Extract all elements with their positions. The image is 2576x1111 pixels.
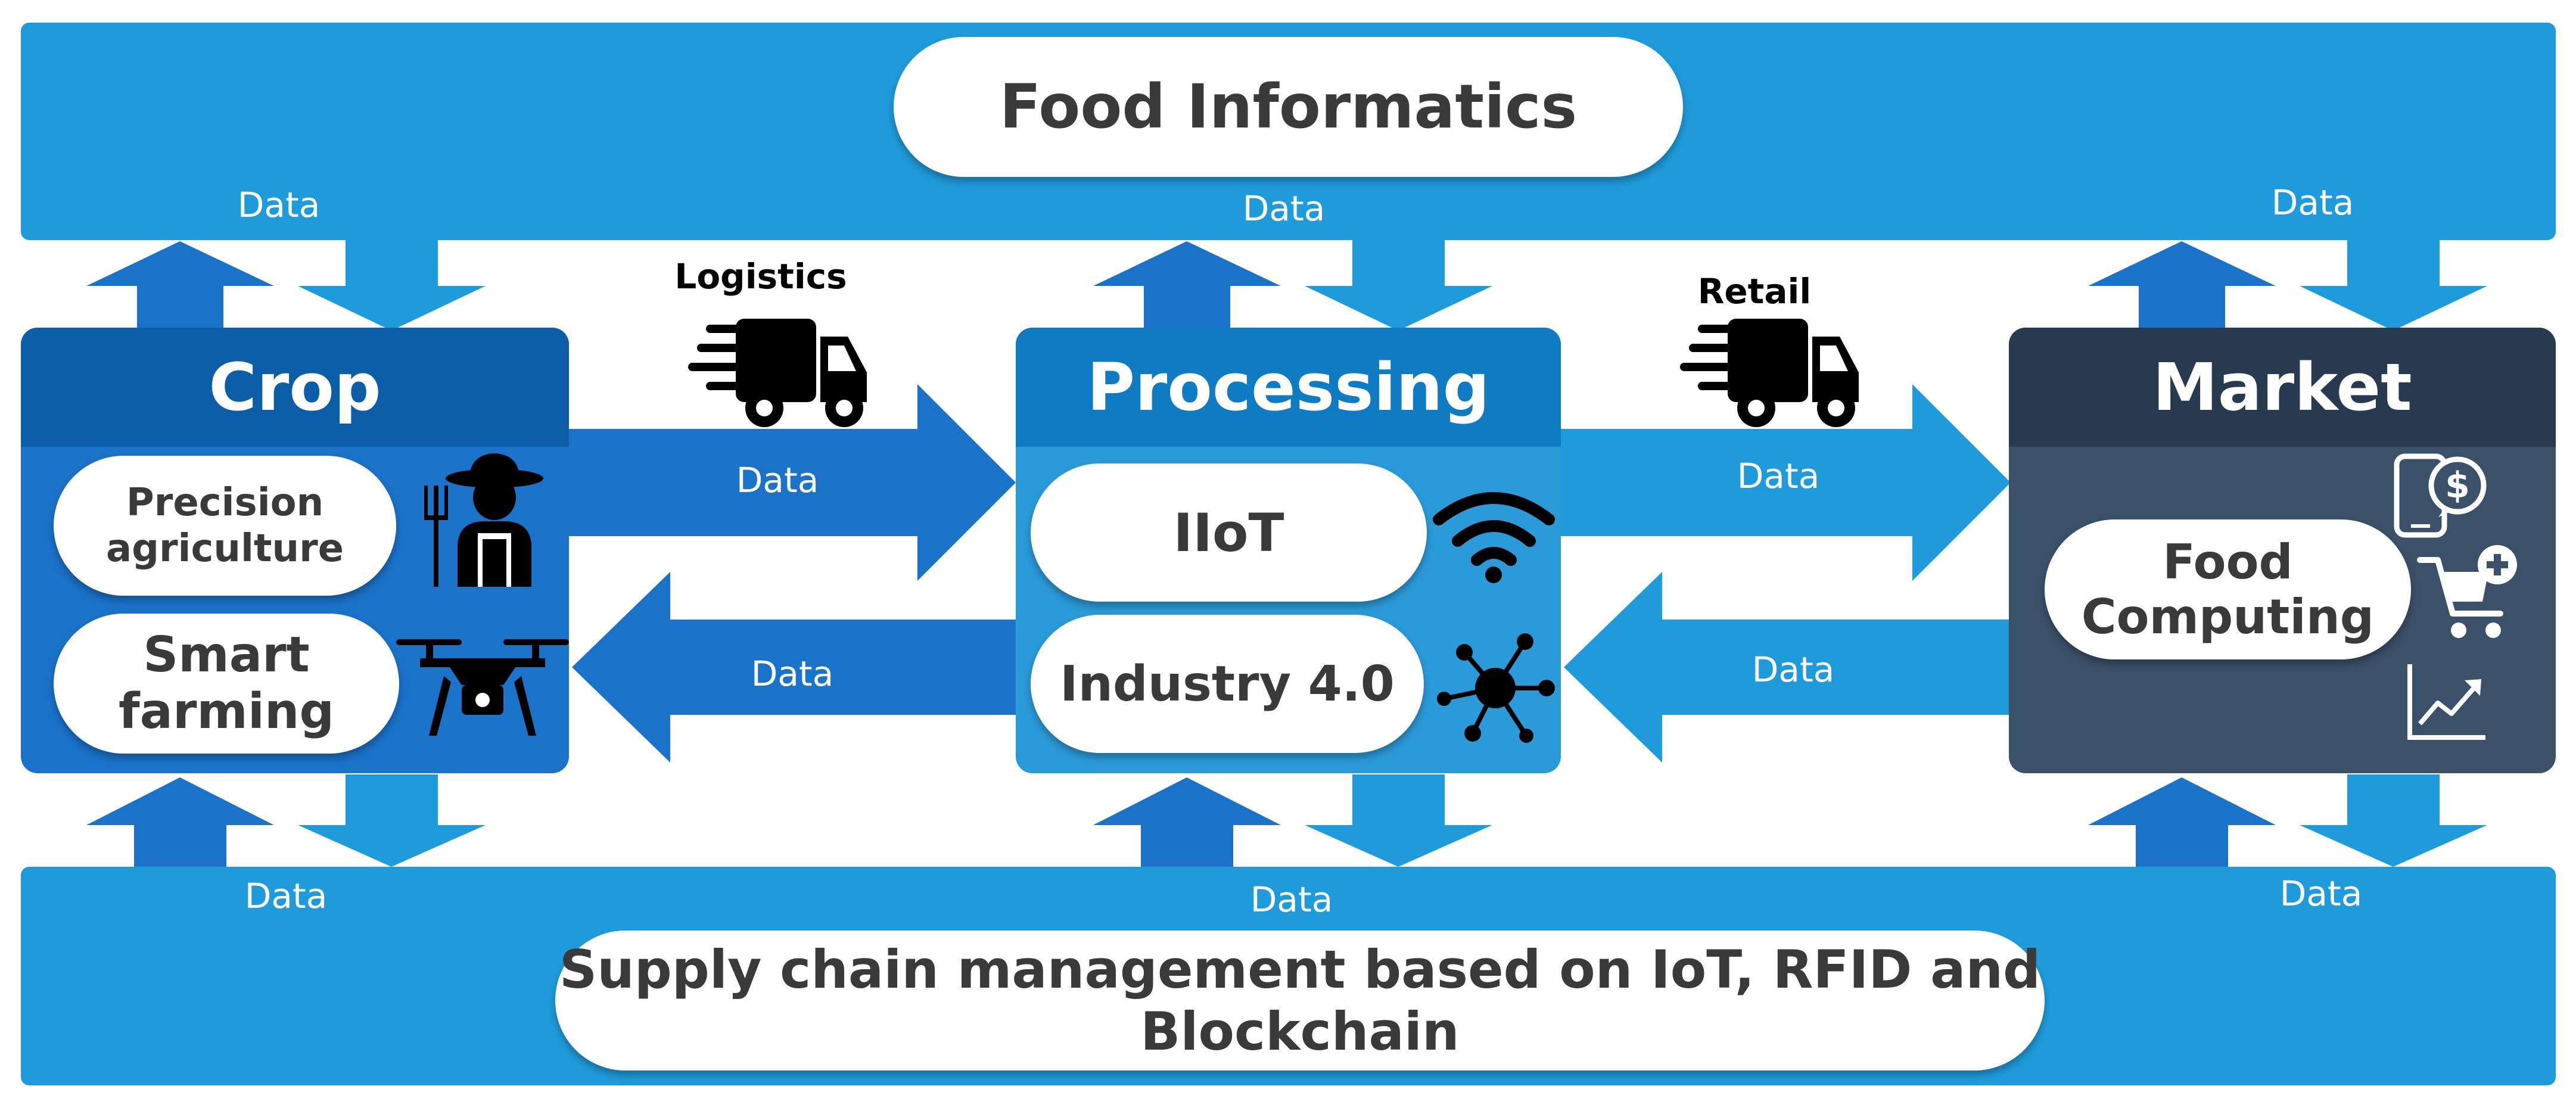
wifi-icon [1433, 492, 1555, 583]
drone-icon [396, 639, 569, 736]
processing-header: Processing [1016, 328, 1561, 447]
processing-title: Processing [1087, 349, 1490, 425]
arrow-top-down-crop [298, 238, 486, 331]
arrow-market-to-processing [1564, 572, 2014, 763]
logistics-label: Logistics [674, 256, 847, 297]
farmer-icon [424, 453, 543, 587]
food-computing-line1: Food [2163, 534, 2293, 590]
arrow-crop-down-bottom [298, 774, 486, 867]
supply-chain-text-line2: Blockchain [1140, 1000, 1460, 1062]
precision-agriculture-line2: agriculture [105, 526, 344, 571]
data-label-bottom-processing: Data [1250, 879, 1333, 920]
data-label-top-market: Data [2271, 182, 2354, 223]
arrow-crop-to-processing [560, 384, 1016, 581]
data-label-top-crop: Data [237, 185, 321, 225]
smart-farming-pill: Smart farming [54, 614, 399, 754]
industry-40-text: Industry 4.0 [1060, 655, 1395, 712]
processing-box: Processing IIoT Industry 4.0 [1016, 328, 1561, 773]
data-label-market-to-processing: Data [1751, 649, 1835, 690]
data-label-bottom-market: Data [2279, 873, 2363, 914]
precision-agriculture-line1: Precision [126, 480, 324, 525]
retail-label: Retail [1697, 271, 1812, 312]
supply-chain-text-line1: Supply chain management based on IoT, RF… [559, 938, 2041, 1000]
network-hub-icon [1437, 633, 1555, 743]
delivery-truck-icon-retail [1680, 319, 1859, 427]
svg-text:$: $ [2445, 465, 2470, 506]
arrow-bottom-up-crop [86, 777, 274, 870]
mobile-payment-icon: $ [2394, 453, 2487, 538]
supply-chain-title: Supply chain management based on IoT, RF… [555, 930, 2045, 1070]
arrow-market-up-top [2088, 241, 2276, 334]
iiot-text: IIoT [1173, 502, 1284, 564]
crop-header: Crop [21, 328, 569, 447]
add-to-cart-icon [2417, 545, 2517, 638]
market-title: Market [2152, 349, 2412, 425]
food-computing-pill: Food Computing [2045, 519, 2411, 659]
crop-title: Crop [209, 349, 381, 425]
arrow-processing-to-crop [572, 572, 1019, 763]
arrow-processing-down-bottom [1305, 774, 1492, 867]
arrow-crop-up-top [86, 241, 274, 334]
data-label-top-processing: Data [1242, 188, 1326, 229]
food-informatics-title: Food Informatics [894, 37, 1683, 177]
iiot-pill: IIoT [1031, 463, 1427, 602]
precision-agriculture-pill: Precision agriculture [54, 456, 396, 596]
market-box: Market Food Computing $ [2009, 328, 2556, 773]
food-computing-line2: Computing [2081, 589, 2375, 645]
smart-farming-line2: farming [118, 683, 335, 740]
arrow-bottom-up-market [2088, 777, 2276, 870]
growth-chart-icon [2407, 664, 2485, 740]
data-label-bottom-crop: Data [244, 876, 328, 916]
arrow-processing-to-market [1549, 384, 2011, 581]
data-label-processing-to-crop: Data [751, 653, 834, 694]
data-label-processing-to-market: Data [1737, 456, 1820, 496]
smart-farming-line1: Smart [143, 627, 310, 684]
industry-40-pill: Industry 4.0 [1031, 615, 1424, 753]
arrow-market-down-bottom [2300, 774, 2487, 867]
food-informatics-text: Food Informatics [999, 71, 1578, 142]
crop-box: Crop Precision agriculture Smart farming [21, 328, 569, 773]
arrow-processing-up-top [1093, 241, 1281, 334]
arrow-top-down-market [2300, 238, 2487, 331]
arrow-top-down-processing [1305, 238, 1492, 331]
market-header: Market [2009, 328, 2556, 447]
arrow-bottom-up-processing [1093, 777, 1281, 870]
data-label-crop-to-processing: Data [736, 460, 819, 500]
delivery-truck-icon [688, 319, 867, 427]
